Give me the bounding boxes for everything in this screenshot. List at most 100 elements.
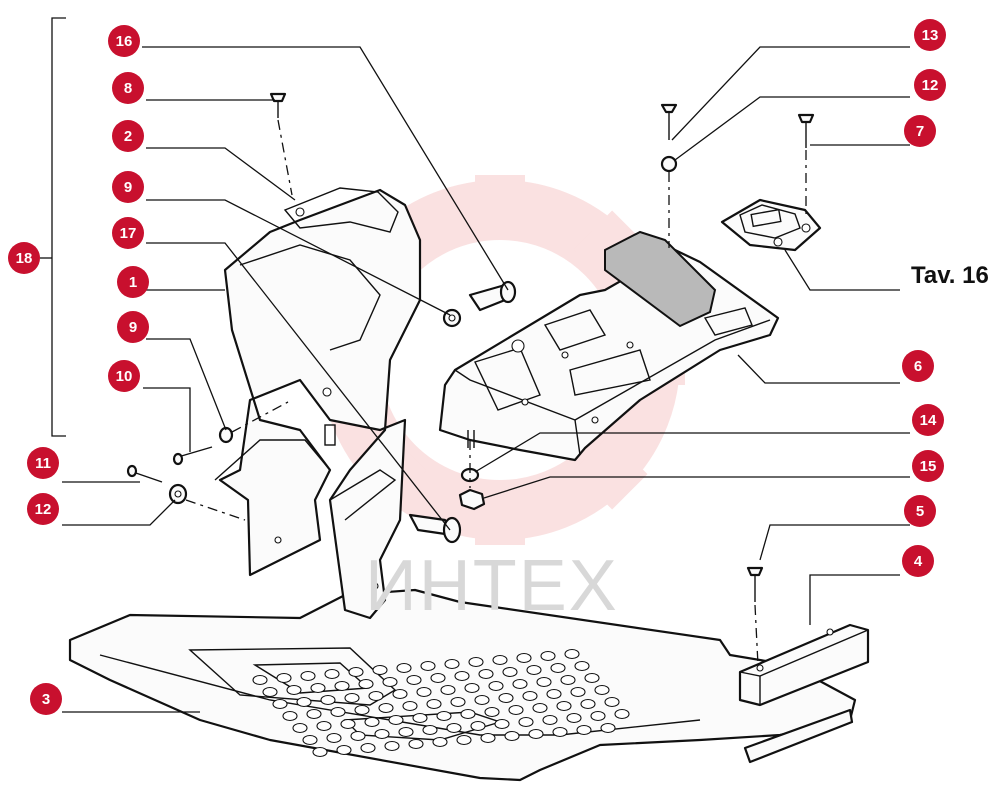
floor-perforation bbox=[398, 726, 414, 738]
callout-12b: 12 bbox=[914, 69, 946, 101]
callout-17: 17 bbox=[112, 217, 144, 249]
floor-perforation bbox=[358, 678, 374, 690]
floor-perforation bbox=[576, 724, 592, 736]
callout-12: 12 bbox=[27, 493, 59, 525]
part-tav16-gauge-cover bbox=[720, 198, 822, 252]
floor-perforation bbox=[464, 682, 480, 694]
leader-lines bbox=[62, 46, 910, 713]
callout-4: 4 bbox=[902, 545, 934, 577]
floor-perforation bbox=[516, 652, 532, 664]
floor-perforation bbox=[436, 710, 452, 722]
floor-perforation bbox=[488, 680, 504, 692]
floor-perforation bbox=[492, 654, 508, 666]
svg-text:15: 15 bbox=[920, 458, 937, 475]
floor-perforation bbox=[584, 672, 600, 684]
floor-perforation bbox=[468, 656, 484, 668]
floor-perforation bbox=[330, 706, 346, 718]
floor-perforation bbox=[566, 712, 582, 724]
floor-perforation bbox=[422, 724, 438, 736]
floor-perforation bbox=[574, 660, 590, 672]
floor-perforation bbox=[416, 686, 432, 698]
floor-perforation bbox=[504, 730, 520, 742]
floor-perforation bbox=[590, 710, 606, 722]
svg-text:5: 5 bbox=[916, 503, 924, 520]
callout-13: 13 bbox=[914, 19, 946, 51]
callout-16: 16 bbox=[108, 25, 140, 57]
floor-perforation bbox=[316, 720, 332, 732]
svg-text:9: 9 bbox=[124, 179, 132, 196]
table-label: Tav. 16 bbox=[911, 262, 989, 289]
floor-perforation bbox=[360, 742, 376, 754]
floor-perforation bbox=[518, 716, 534, 728]
part-1-dashboard-body bbox=[214, 187, 422, 620]
svg-text:16: 16 bbox=[116, 33, 133, 50]
floor-perforation bbox=[406, 674, 422, 686]
floor-perforation bbox=[526, 664, 542, 676]
floor-perforation bbox=[408, 738, 424, 750]
floor-perforation bbox=[498, 692, 514, 704]
floor-perforation bbox=[412, 712, 428, 724]
callout-5: 5 bbox=[904, 495, 936, 527]
svg-text:12: 12 bbox=[922, 77, 939, 94]
floor-perforation bbox=[368, 690, 384, 702]
floor-perforation bbox=[478, 668, 494, 680]
floor-perforation bbox=[528, 728, 544, 740]
svg-text:9: 9 bbox=[129, 319, 137, 336]
group-bracket bbox=[51, 17, 66, 437]
floor-perforation bbox=[336, 744, 352, 756]
callout-9b: 9 bbox=[117, 311, 149, 343]
floor-perforation bbox=[570, 686, 586, 698]
floor-perforation bbox=[532, 702, 548, 714]
floor-perforation bbox=[420, 660, 436, 672]
floor-perforation bbox=[494, 718, 510, 730]
svg-text:7: 7 bbox=[916, 123, 924, 140]
floor-perforation bbox=[374, 728, 390, 740]
floor-perforation bbox=[522, 690, 538, 702]
floor-perforation bbox=[502, 666, 518, 678]
watermark-text: ИНТЕХ bbox=[365, 546, 619, 626]
floor-perforation bbox=[378, 702, 394, 714]
floor-perforation bbox=[348, 666, 364, 678]
callout-6: 6 bbox=[902, 350, 934, 382]
floor-perforation bbox=[456, 734, 472, 746]
floor-perforation bbox=[474, 694, 490, 706]
floor-perforation bbox=[536, 676, 552, 688]
floor-perforation bbox=[556, 700, 572, 712]
callout-10: 10 bbox=[108, 360, 140, 392]
floor-perforation bbox=[364, 716, 380, 728]
floor-perforation bbox=[454, 670, 470, 682]
floor-perforation bbox=[262, 686, 278, 698]
floor-perforation bbox=[512, 678, 528, 690]
svg-text:17: 17 bbox=[120, 225, 137, 242]
floor-perforation bbox=[484, 706, 500, 718]
floor-perforation bbox=[446, 722, 462, 734]
floor-perforation bbox=[560, 674, 576, 686]
callout-3: 3 bbox=[30, 683, 62, 715]
floor-perforation bbox=[350, 730, 366, 742]
floor-perforation bbox=[296, 696, 312, 708]
floor-perforation bbox=[440, 684, 456, 696]
svg-text:10: 10 bbox=[116, 368, 133, 385]
part-6-control-panel bbox=[438, 230, 780, 462]
floor-perforation bbox=[600, 722, 616, 734]
floor-perforation bbox=[450, 696, 466, 708]
floor-perforation bbox=[312, 746, 328, 758]
floor-perforation bbox=[564, 648, 580, 660]
floor-perforation bbox=[604, 696, 620, 708]
floor-perforation bbox=[480, 732, 496, 744]
svg-text:1: 1 bbox=[129, 274, 137, 291]
floor-perforation bbox=[546, 688, 562, 700]
floor-perforation bbox=[320, 694, 336, 706]
floor-perforation bbox=[470, 720, 486, 732]
callout-11: 11 bbox=[27, 447, 59, 479]
floor-perforation bbox=[286, 684, 302, 696]
svg-text:6: 6 bbox=[914, 358, 922, 375]
floor-perforation bbox=[392, 688, 408, 700]
floor-perforation bbox=[396, 662, 412, 674]
svg-text:18: 18 bbox=[16, 250, 33, 267]
floor-perforation bbox=[302, 734, 318, 746]
svg-text:3: 3 bbox=[42, 691, 50, 708]
callout-8: 8 bbox=[112, 72, 144, 104]
floor-perforation bbox=[460, 708, 476, 720]
